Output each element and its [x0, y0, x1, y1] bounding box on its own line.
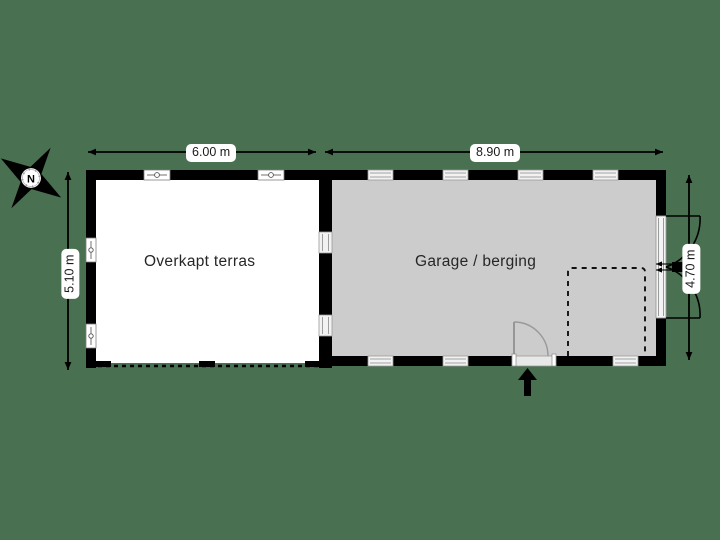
garage-wall-right-seg1 — [656, 170, 666, 216]
divider-wall-seg1 — [319, 170, 332, 232]
garage-wall-bottom-seg4 — [556, 356, 614, 366]
terrace-wall-left-seg3 — [86, 348, 96, 368]
garage-window-bottom-2 — [442, 355, 469, 367]
dimension-label-terrace-depth: 5.10 m — [61, 248, 79, 299]
terrace-fill — [95, 178, 319, 363]
garage-wall-bottom-seg5 — [638, 356, 666, 366]
terrace-wall-top-seg1 — [86, 170, 144, 180]
garage-fill — [332, 178, 666, 356]
terrace-open-edge — [90, 361, 322, 368]
garage-window-top-3 — [517, 169, 544, 181]
garage-wall-top-seg3 — [468, 170, 518, 180]
dimension-label-garage-width: 8.90 m — [470, 144, 521, 162]
terrace-wall-top-seg3 — [284, 170, 322, 180]
terrace-opening-top-1 — [143, 169, 171, 181]
dimension-label-terrace-width: 6.00 m — [186, 144, 237, 162]
divider-wall-seg2 — [319, 253, 332, 315]
garage-wall-top-seg1 — [332, 170, 368, 180]
room-label-terrace: Overkapt terras — [144, 253, 256, 270]
garage-window-top-2 — [442, 169, 469, 181]
entrance-direction-arrow — [518, 368, 537, 396]
dashed-overhead-area — [567, 267, 646, 356]
divider-wall-seg3 — [319, 336, 332, 368]
garage-wall-bottom-seg2 — [393, 356, 443, 366]
room-label-garage: Garage / berging — [415, 253, 537, 270]
garage-wall-bottom-seg1 — [332, 356, 368, 366]
terrace-opening-left-2 — [85, 323, 97, 349]
room-fills — [95, 178, 666, 363]
terrace-wall-left-seg2 — [86, 262, 96, 324]
terrace-wall-left-seg1 — [86, 170, 96, 238]
terrace-opening-left-1 — [85, 237, 97, 263]
dimension-label-garage-depth: 4.70 m — [682, 243, 700, 294]
divider-window-1 — [318, 231, 333, 254]
walls — [86, 170, 666, 368]
divider-window-2 — [318, 314, 333, 337]
terrace-opening-top-2 — [257, 169, 285, 181]
garage-window-top-1 — [367, 169, 394, 181]
compass-rose: N — [0, 147, 62, 209]
garage-wall-top-seg5 — [618, 170, 666, 180]
entrance-swing-door[interactable] — [511, 321, 557, 367]
compass-north-label: N — [27, 173, 35, 185]
garage-window-top-4 — [592, 169, 619, 181]
garage-wall-top-seg4 — [543, 170, 593, 180]
garage-window-bottom-3 — [612, 355, 639, 367]
terrace-wall-top-seg2 — [170, 170, 258, 180]
windows — [85, 169, 639, 367]
garage-window-bottom-1 — [367, 355, 394, 367]
garage-wall-top-seg2 — [393, 170, 443, 180]
garage-wall-right-seg2 — [656, 318, 666, 364]
garage-wall-bottom-seg3 — [468, 356, 512, 366]
